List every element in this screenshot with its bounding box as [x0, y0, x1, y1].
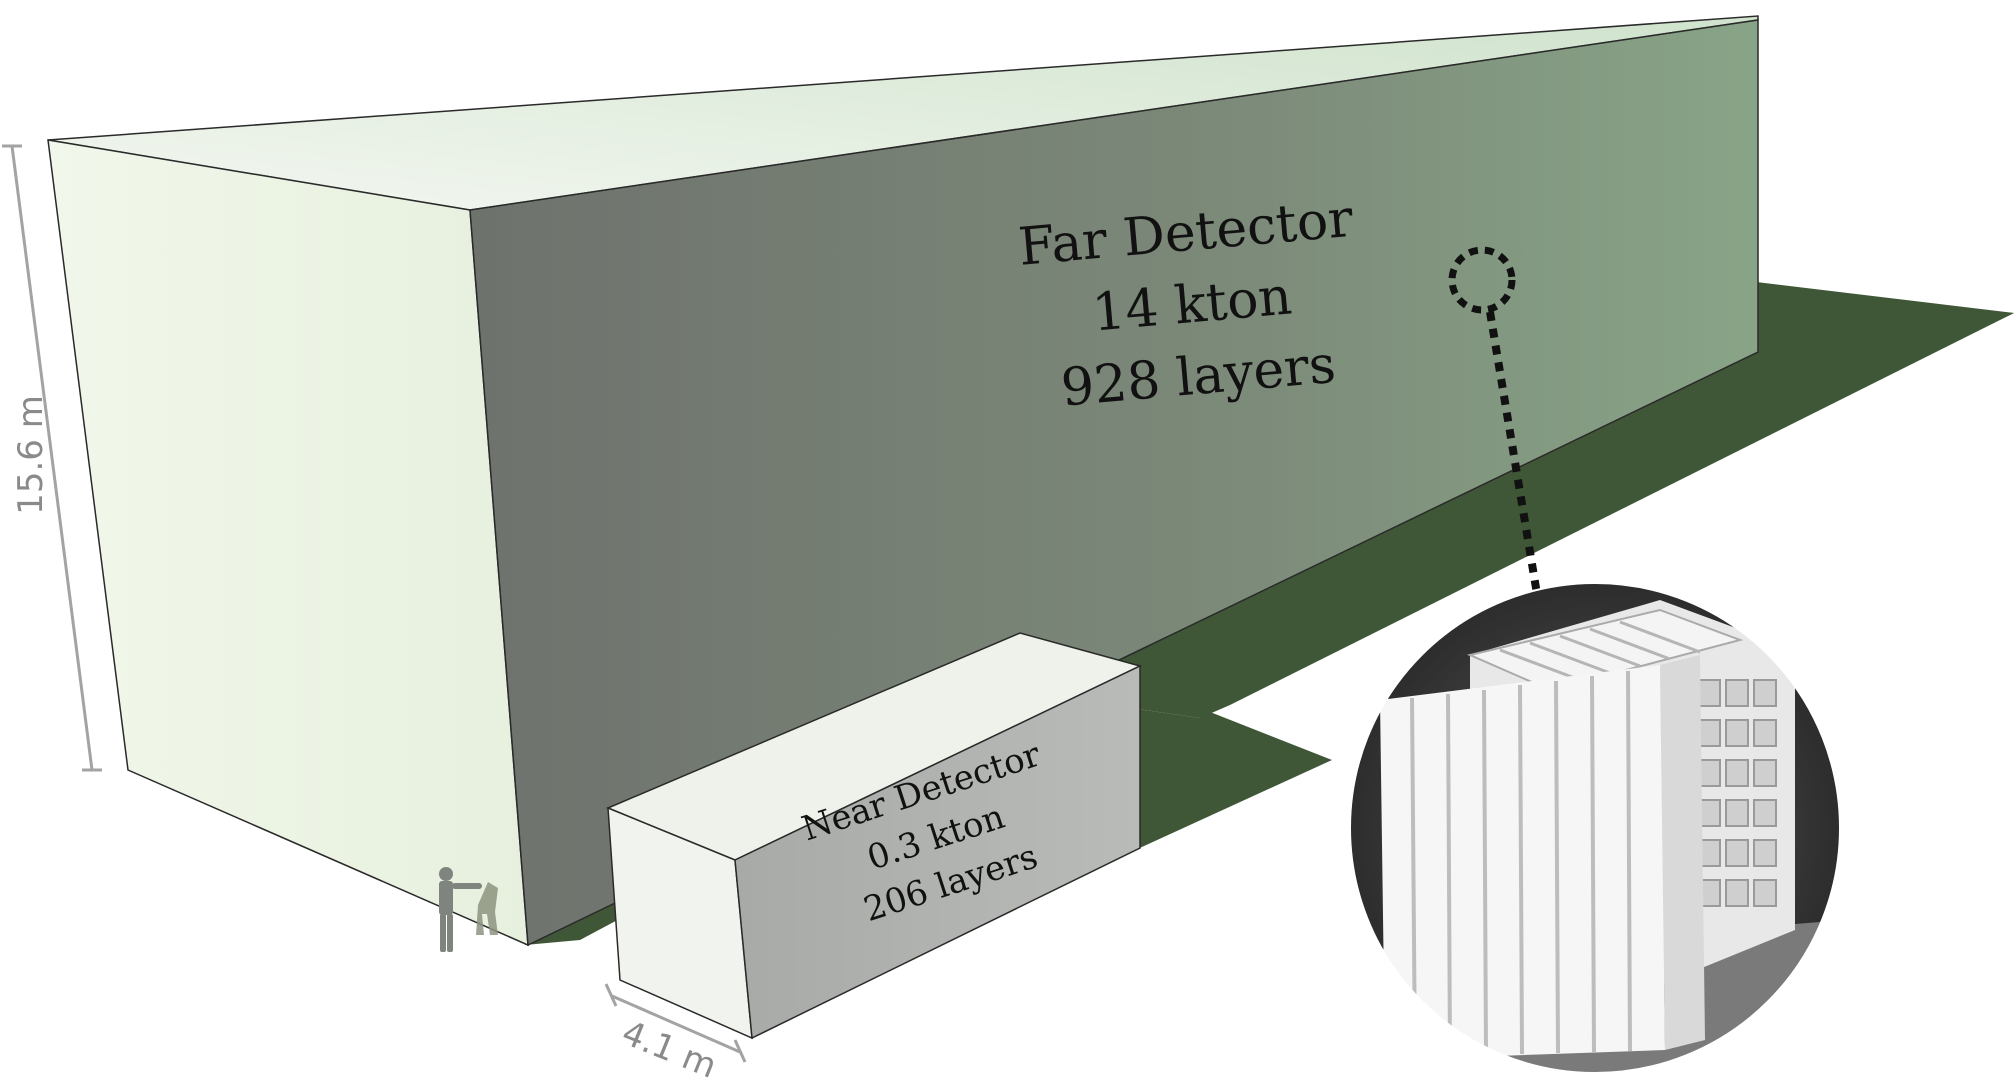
far-detector-front-face: [469, 19, 1759, 947]
inset-photo-border: [1349, 582, 1841, 1074]
pvc-cell-module-photo-icon: [1350, 583, 1840, 1073]
width-dimension: [604, 983, 747, 1063]
person-silhouette-icon: [439, 867, 498, 952]
near-detector-width-label: 4.1 m: [616, 1013, 722, 1087]
ground-shadow-main: [520, 280, 2014, 945]
far-detector-height-label: 15.6 m: [11, 395, 51, 515]
callout-leader-line: [1486, 311, 1542, 601]
near-detector-front-face: [734, 664, 1141, 1040]
dotted-circle-callout-icon: [1448, 246, 1516, 314]
far-detector-end-face: [47, 139, 529, 947]
height-dimension: [2, 144, 102, 772]
